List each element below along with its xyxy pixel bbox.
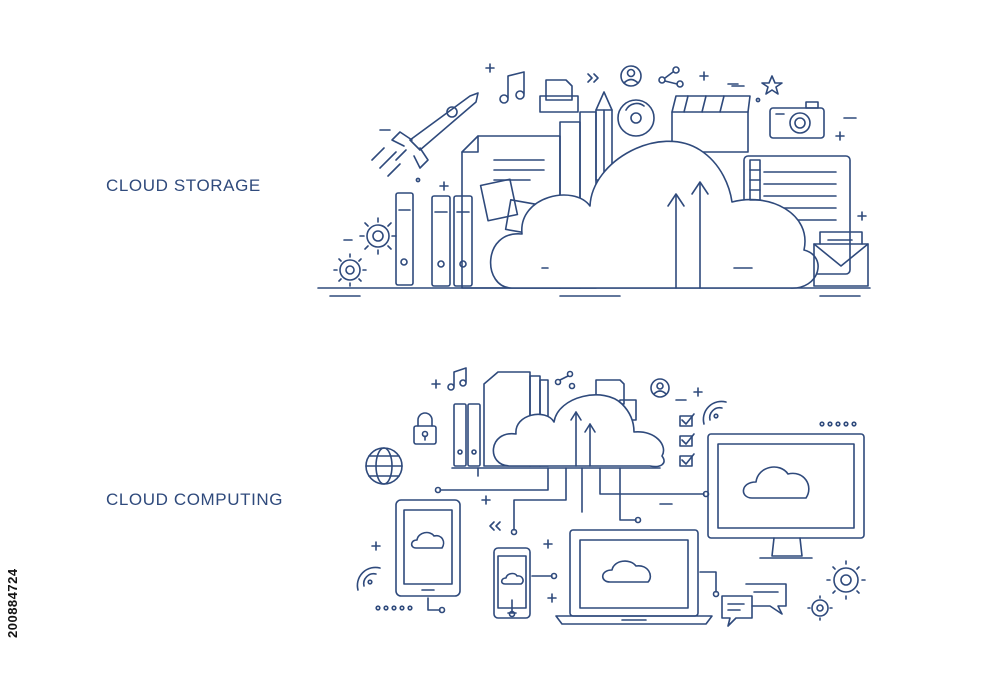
user-icon <box>621 66 641 86</box>
tablet-icon <box>396 500 460 596</box>
cloud-icon <box>491 141 818 288</box>
share-icon <box>556 372 575 389</box>
cloud-icon <box>493 395 664 467</box>
stock-id-watermark: 200884724 <box>3 564 22 642</box>
music-note-icon <box>500 72 524 103</box>
cloud-computing-heading: CLOUD COMPUTING <box>106 490 284 509</box>
clapperboard-icon <box>672 96 750 152</box>
pencil-icon <box>596 92 612 180</box>
decorations <box>416 64 866 220</box>
globe-icon <box>366 448 402 484</box>
zipper-icon <box>750 160 760 200</box>
gear-icon <box>808 561 865 620</box>
cloud-storage-illustration <box>318 64 870 296</box>
star-icon <box>762 76 782 94</box>
laptop-icon <box>556 530 712 624</box>
decorations <box>372 380 856 610</box>
music-note-icon <box>448 368 466 390</box>
wifi-icon <box>357 567 380 590</box>
binders-icon <box>454 404 480 466</box>
wifi-icon <box>703 401 726 424</box>
ground-lines <box>318 288 870 296</box>
checklist-icon <box>680 414 694 466</box>
user-icon <box>651 379 669 397</box>
camera-icon <box>770 102 824 138</box>
chat-icon <box>722 584 786 626</box>
share-icon <box>659 67 683 87</box>
envelope-icon <box>814 232 868 286</box>
gear-icon <box>334 218 396 286</box>
binders-icon <box>396 193 472 286</box>
monitor-icon <box>708 434 864 558</box>
phone-icon <box>494 548 530 618</box>
cloud-computing-illustration <box>357 368 865 626</box>
rocket-icon <box>372 93 478 176</box>
network-connections <box>428 468 719 617</box>
disc-icon <box>618 100 654 136</box>
cloud-storage-heading: CLOUD STORAGE <box>106 176 261 195</box>
lock-icon <box>414 413 436 444</box>
